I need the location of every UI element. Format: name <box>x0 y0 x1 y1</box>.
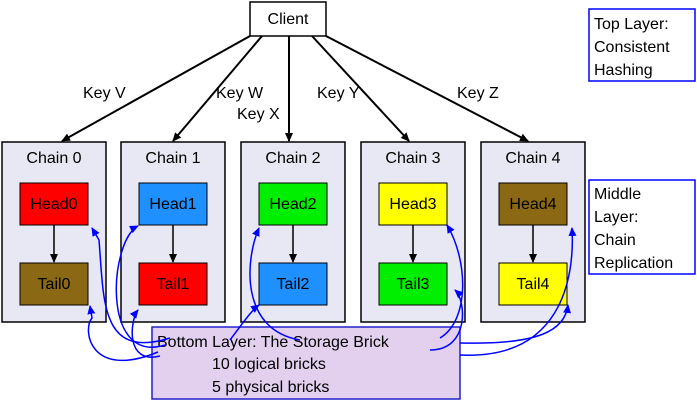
client-label: Client <box>268 11 309 28</box>
chain-0-title: Chain 0 <box>26 150 81 167</box>
arrow-key-z <box>325 35 529 142</box>
head-0-label: Head0 <box>30 196 77 213</box>
key-x-label: Key X <box>237 106 280 123</box>
middle-layer-line-3: Chain <box>594 232 636 249</box>
middle-layer-line-1: Middle <box>594 186 641 203</box>
connector-head4 <box>459 227 577 356</box>
connector-tail1 <box>129 309 161 358</box>
bottom-layer-box: Bottom Layer: The Storage Brick 10 logic… <box>151 326 461 400</box>
top-layer-line-1: Top Layer: <box>594 16 669 33</box>
tail-2-box <box>258 262 328 306</box>
chain-2-title: Chain 2 <box>265 150 320 167</box>
arrow-key-v <box>61 35 251 142</box>
head-1-box <box>138 182 208 226</box>
key-v-label: Key V <box>83 85 126 102</box>
arrow-key-w <box>172 35 263 142</box>
middle-layer-annotation: Middle Layer: Chain Replication <box>588 179 696 275</box>
key-z-label: Key Z <box>457 85 499 102</box>
connector-head0 <box>91 227 171 344</box>
head-2-label: Head2 <box>269 196 316 213</box>
client-node: Client <box>249 1 327 37</box>
tail-0-label: Tail0 <box>38 276 71 293</box>
bottom-layer-title: Bottom Layer: The Storage Brick <box>157 334 390 351</box>
storage-connectors <box>87 224 577 361</box>
connector-head1 <box>115 225 166 348</box>
arrow-key-y <box>311 35 410 142</box>
head-4-label: Head4 <box>509 196 556 213</box>
top-layer-annotation: Top Layer: Consistent Hashing <box>588 8 696 82</box>
middle-layer-line-4: Replication <box>594 255 673 272</box>
tail-2-label: Tail2 <box>277 276 310 293</box>
top-layer-line-3: Hashing <box>594 62 653 79</box>
tail-1-box <box>138 262 208 306</box>
tail-4-label: Tail4 <box>517 276 550 293</box>
bottom-layer-logical: 10 logical bricks <box>212 356 326 373</box>
chain-3-title: Chain 3 <box>385 150 440 167</box>
key-w-label: Key W <box>216 85 264 102</box>
connector-tail4 <box>459 304 572 344</box>
bottom-layer-physical: 5 physical bricks <box>212 379 329 396</box>
head-1-label: Head1 <box>149 196 196 213</box>
tail-4-box <box>498 262 568 306</box>
key-arrows <box>61 35 529 142</box>
tail-0-box <box>19 262 89 306</box>
key-labels: Key V Key W Key X Key Y Key Z <box>83 85 499 123</box>
connector-tail0 <box>87 305 159 361</box>
tail-3-box <box>378 262 448 306</box>
chain-1-title: Chain 1 <box>145 150 200 167</box>
middle-layer-line-2: Layer: <box>594 209 638 226</box>
top-layer-line-2: Consistent <box>594 39 670 56</box>
head-0-box <box>19 182 89 226</box>
head-3-label: Head3 <box>389 196 436 213</box>
head-3-box <box>378 182 448 226</box>
connector-head2 <box>249 227 301 341</box>
tail-3-label: Tail3 <box>397 276 430 293</box>
connector-tail3 <box>429 289 464 351</box>
connector-tail2 <box>229 304 260 341</box>
tail-1-label: Tail1 <box>157 276 190 293</box>
key-y-label: Key Y <box>317 85 360 102</box>
connector-head3 <box>439 224 464 339</box>
chain-4-title: Chain 4 <box>505 150 560 167</box>
